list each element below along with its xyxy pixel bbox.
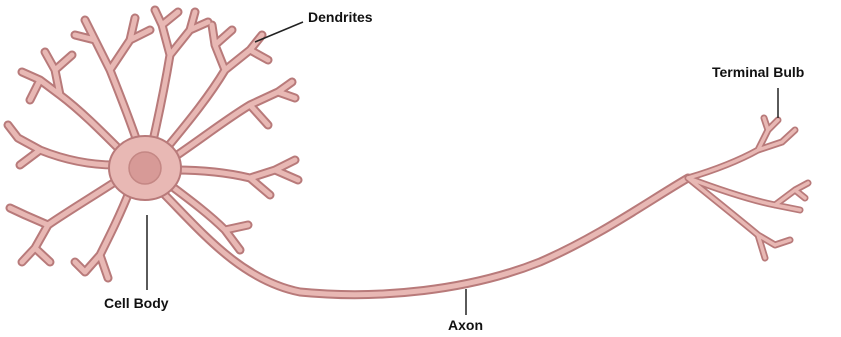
- cell-body-label: Cell Body: [104, 295, 169, 311]
- axon-label: Axon: [448, 317, 483, 333]
- nucleus: [129, 152, 161, 184]
- axon: [160, 178, 688, 295]
- cell-body: [109, 136, 181, 200]
- dendrites-label: Dendrites: [308, 9, 373, 25]
- terminal-bulb-label: Terminal Bulb: [712, 64, 804, 80]
- terminal-branches: [688, 118, 808, 258]
